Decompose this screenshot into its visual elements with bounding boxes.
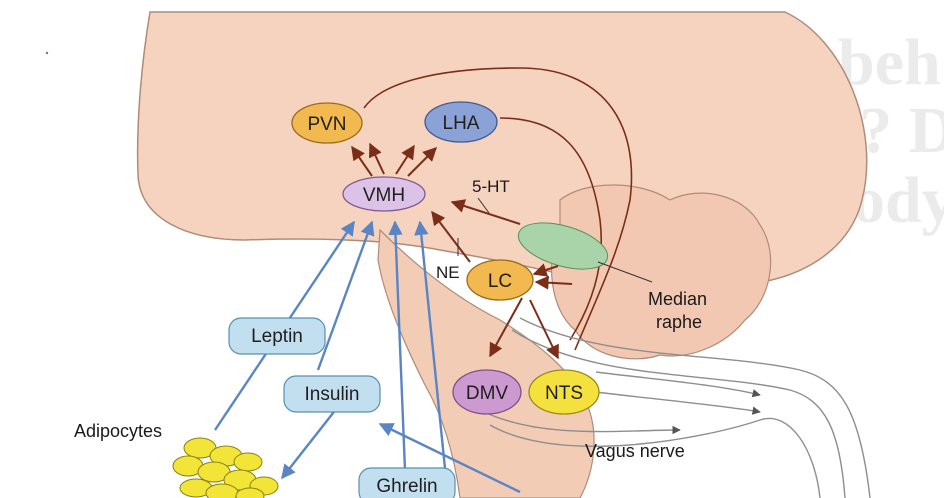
adipocytes-label: Adipocytes	[74, 421, 162, 441]
neural-arrows	[351, 142, 573, 360]
pvn-label: PVN	[307, 114, 346, 135]
insulin-box[interactable]: Insulin	[283, 375, 381, 413]
leptin-label: Leptin	[251, 326, 303, 347]
dmv-node[interactable]: DMV	[452, 369, 522, 415]
insulin-label: Insulin	[305, 384, 360, 405]
brainstem-shape	[377, 228, 595, 498]
vmh-node[interactable]: VMH	[342, 176, 426, 212]
leptin-box[interactable]: Leptin	[228, 317, 326, 355]
nts-label: NTS	[545, 383, 583, 404]
background-text-line-1: beh	[838, 26, 941, 99]
lc-node[interactable]: LC	[466, 259, 534, 301]
five-ht-leader	[477, 197, 490, 214]
vagus-tracts	[479, 317, 871, 498]
adipocyte-cluster	[172, 437, 279, 498]
ghrelin-label: Ghrelin	[376, 476, 437, 497]
median-raphe-label-line-2: raphe	[656, 312, 702, 332]
vmh-label: VMH	[363, 185, 405, 206]
stray-dot	[45, 51, 49, 55]
pvn-node[interactable]: PVN	[291, 102, 363, 144]
lha-node[interactable]: LHA	[424, 101, 498, 143]
five-ht-label: 5-HT	[472, 177, 510, 196]
vagus-nerve-label: Vagus nerve	[585, 441, 685, 461]
lha-label: LHA	[443, 113, 480, 134]
neural-fibers	[363, 67, 633, 351]
cerebellum-shape	[550, 184, 772, 360]
nts-node[interactable]: NTS	[528, 369, 600, 415]
median-raphe-leader	[597, 261, 653, 283]
ghrelin-box[interactable]: Ghrelin	[358, 467, 456, 498]
lc-label: LC	[488, 271, 512, 292]
background-text-line-3: ody	[852, 164, 944, 237]
ne-label: NE	[436, 263, 460, 282]
dmv-label: DMV	[466, 383, 509, 404]
median-raphe-label-line-1: Median	[648, 289, 707, 309]
